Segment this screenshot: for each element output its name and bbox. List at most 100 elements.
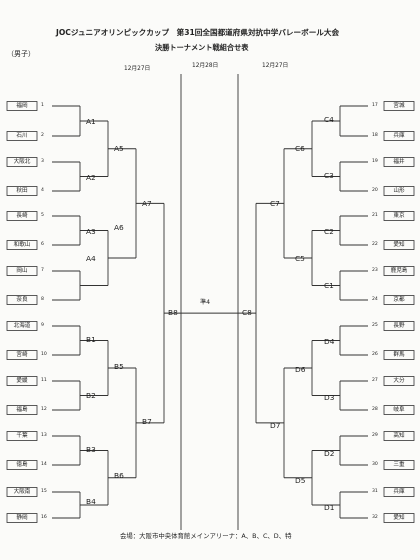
team-box [383, 513, 415, 523]
team-seed-number: 7 [41, 268, 44, 273]
match-label-D7: D7 [270, 421, 281, 430]
team-name: 宮崎 [16, 352, 28, 358]
match-label-D3: D3 [324, 393, 335, 402]
team-seed-number: 6 [41, 242, 44, 247]
team-seed-number: 31 [372, 489, 378, 494]
team-seed-number: 28 [372, 407, 378, 412]
team-seed-number: 20 [372, 188, 378, 193]
match-label-A2: A2 [86, 173, 96, 182]
team-name: 岡山 [16, 268, 28, 274]
team-seed-number: 3 [41, 159, 44, 164]
semifinal-right-label: C8 [242, 308, 252, 317]
team-name: 愛知 [393, 515, 405, 521]
team-box [383, 295, 415, 305]
team-name: 静岡 [16, 515, 28, 521]
team-box [6, 211, 38, 221]
team-box [6, 460, 38, 470]
team-box [383, 431, 415, 441]
match-label-C2: C2 [324, 227, 334, 236]
team-box [383, 266, 415, 276]
team-box [6, 186, 38, 196]
team-box [383, 376, 415, 386]
team-box [6, 295, 38, 305]
match-label-B5: B5 [114, 362, 124, 371]
team-name: 群馬 [393, 352, 405, 358]
team-box [6, 350, 38, 360]
final-label: 準4 [200, 299, 211, 306]
match-label-D5: D5 [295, 476, 306, 485]
team-box [6, 376, 38, 386]
team-seed-number: 9 [41, 323, 44, 328]
team-seed-number: 17 [372, 103, 378, 108]
team-name: 石川 [16, 133, 28, 139]
match-label-C3: C3 [324, 171, 334, 180]
team-seed-number: 23 [372, 268, 378, 273]
team-seed-number: 25 [372, 323, 378, 328]
team-name: 兵庫 [393, 489, 405, 495]
match-label-D6: D6 [295, 365, 306, 374]
team-name: 京都 [393, 297, 405, 303]
team-box [6, 431, 38, 441]
team-name: 東京 [393, 213, 405, 219]
team-box [383, 157, 415, 167]
team-box [383, 487, 415, 497]
team-box [6, 131, 38, 141]
team-name: 秋田 [16, 188, 28, 194]
date-center: 12月28日 [192, 63, 219, 69]
team-name: 長野 [393, 323, 405, 329]
team-name: 愛媛 [16, 378, 28, 384]
team-seed-number: 22 [372, 242, 378, 247]
team-seed-number: 5 [41, 213, 44, 218]
team-box [383, 186, 415, 196]
team-name: 福岡 [16, 103, 28, 109]
team-name: 福井 [393, 159, 405, 165]
team-name: 北海道 [13, 323, 31, 329]
team-box [383, 101, 415, 111]
team-seed-number: 16 [41, 515, 47, 520]
match-label-C5: C5 [295, 254, 305, 263]
match-label-D1: D1 [324, 503, 335, 512]
team-seed-number: 2 [41, 133, 44, 138]
page-subtitle: 決勝トーナメント戦組合せ表 [155, 43, 249, 52]
team-box [6, 101, 38, 111]
team-seed-number: 13 [41, 433, 47, 438]
date-right: 12月27日 [262, 63, 289, 69]
match-label-B2: B2 [86, 391, 96, 400]
team-box [383, 405, 415, 415]
match-label-B3: B3 [86, 445, 96, 454]
team-name: 愛知 [393, 242, 405, 248]
match-label-C4: C4 [324, 115, 334, 124]
team-box [6, 240, 38, 250]
match-label-A7: A7 [142, 199, 152, 208]
match-label-A1: A1 [86, 117, 96, 126]
team-box [383, 321, 415, 331]
team-seed-number: 29 [372, 433, 378, 438]
team-box [6, 321, 38, 331]
team-seed-number: 4 [41, 188, 44, 193]
semifinal-left-label: B8 [168, 308, 178, 317]
team-name: 宮城 [393, 103, 405, 109]
match-label-A5: A5 [114, 144, 124, 153]
team-box [383, 350, 415, 360]
team-name: 奈良 [16, 297, 28, 303]
match-label-C7: C7 [270, 199, 280, 208]
match-label-B4: B4 [86, 497, 96, 506]
team-name: 和歌山 [13, 242, 31, 248]
team-name: 長崎 [16, 213, 28, 219]
team-seed-number: 15 [41, 489, 47, 494]
team-name: 大分 [393, 378, 405, 384]
team-name: 徳島 [16, 462, 28, 468]
team-box [383, 460, 415, 470]
team-name: 鹿児島 [390, 268, 408, 274]
match-label-B1: B1 [86, 335, 96, 344]
team-box [383, 211, 415, 221]
team-box [6, 405, 38, 415]
team-box [6, 157, 38, 167]
team-name: 三重 [393, 462, 405, 468]
team-name: 兵庫 [393, 133, 405, 139]
match-label-B6: B6 [114, 471, 124, 480]
team-seed-number: 1 [41, 103, 44, 108]
team-box [383, 131, 415, 141]
